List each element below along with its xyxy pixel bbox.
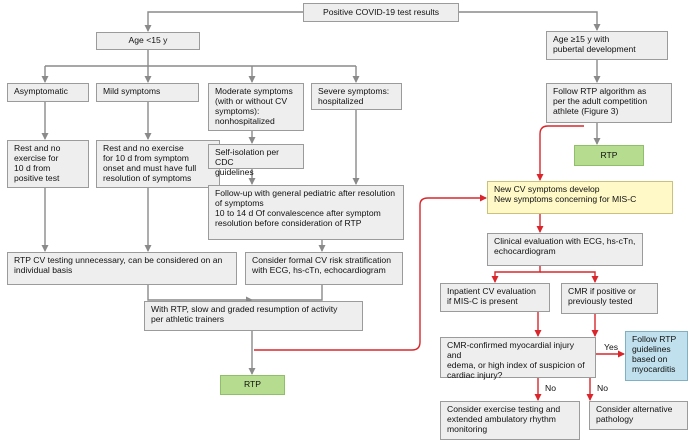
node-alternative-pathology: Consider alternative pathology [589,401,688,430]
node-rtp-left: RTP [220,375,285,395]
node-clinical-evaluation: Clinical evaluation with ECG, hs-cTn, ec… [487,233,643,266]
node-cmr-if-positive: CMR if positive or previously tested [561,283,658,314]
node-exercise-testing: Consider exercise testing and extended a… [440,401,580,440]
node-severe-symptoms: Severe symptoms: hospitalized [311,83,402,110]
node-inpatient-cv: Inpatient CV evaluation if MIS-C is pres… [440,283,550,312]
edge-unnec-to-slow [147,285,252,301]
node-age-under-15: Age <15 y [96,32,200,50]
label-no-right: No [597,383,608,393]
node-followup-pediatric: Follow-up with general pediatric after r… [208,185,404,240]
node-formal-cv-risk: Consider formal CV risk stratification w… [245,252,403,285]
node-moderate-symptoms: Moderate symptoms (with or without CV sy… [208,83,304,131]
node-asymptomatic: Asymptomatic [7,83,89,102]
edge-slow-to-newcv [254,194,487,351]
node-mild-symptoms: Mild symptoms [96,83,199,102]
node-follow-myocarditis: Follow RTP guidelines based on myocardit… [625,331,688,381]
edge-clinical-bus [491,266,541,283]
label-yes: Yes [604,342,619,352]
edge-formal-to-slow [252,285,323,301]
node-positive-test: Positive COVID-19 test results [303,3,459,22]
edge-root-to-ge15 [458,11,601,31]
node-new-cv-symptoms: New CV symptoms develop New symptoms con… [487,181,673,214]
edge-follow-to-newcv [536,125,584,181]
node-slow-resumption: With RTP, slow and graded resumption of … [144,301,363,331]
node-rtp-right: RTP [574,145,644,166]
node-rest-mild: Rest and no exercise for 10 d from sympt… [96,140,220,188]
node-cmr-confirmed-question: CMR-confirmed myocardial injury and edem… [440,337,596,380]
node-age-15-plus: Age ≥15 y with pubertal development [546,31,668,60]
edge-clinical-to-cmr [540,271,599,283]
node-rest-asymptomatic: Rest and no exercise for 10 d from posit… [7,140,89,188]
node-self-isolation: Self-isolation per CDC guidelines [208,144,304,177]
node-follow-adult-algorithm: Follow RTP algorithm as per the adult co… [546,83,672,123]
label-no-left: No [545,383,556,393]
edge-root-to-lt15 [144,11,303,32]
node-rtp-testing-unnecessary: RTP CV testing unnecessary, can be consi… [7,252,237,285]
